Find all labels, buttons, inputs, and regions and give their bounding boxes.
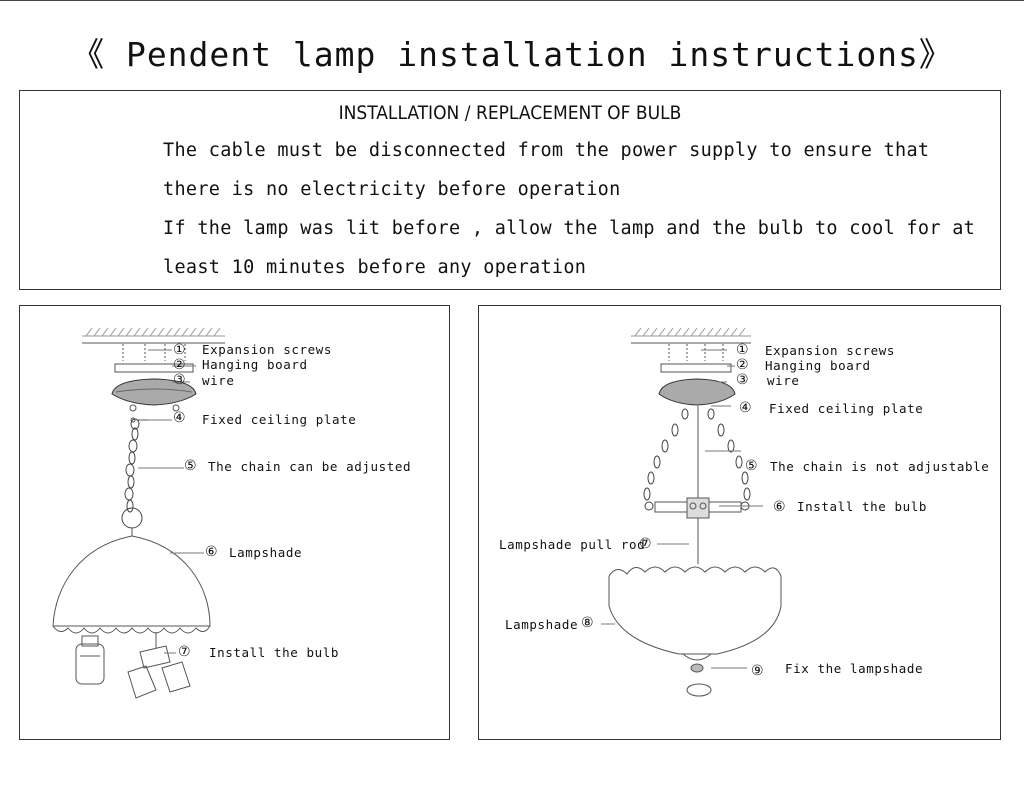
- callout-number: ②: [173, 357, 186, 373]
- label-fixed-ceiling-plate: Fixed ceiling plate: [202, 412, 357, 427]
- label-lampshade: Lampshade: [505, 617, 579, 632]
- label-lampshade-pull-rod: Lampshade pull rod: [499, 537, 646, 552]
- notice-line: there is no electricity before operation: [163, 179, 621, 200]
- callout-number: ⑦: [639, 536, 652, 552]
- label-fix-lampshade: Fix the lampshade: [785, 661, 924, 676]
- fixed-lamp-illustration: [601, 327, 782, 697]
- label-wire: wire: [767, 373, 800, 388]
- notice-line: The cable must be disconnected from the …: [163, 140, 930, 161]
- label-install-bulb: Install the bulb: [209, 645, 340, 660]
- callout-number: ⑥: [205, 544, 218, 560]
- callout-number: ④: [739, 400, 752, 416]
- callout-number: ⑦: [178, 644, 191, 660]
- callout-number: ②: [736, 357, 749, 373]
- notice-line: If the lamp was lit before , allow the l…: [163, 218, 976, 239]
- notice-line: least 10 minutes before any operation: [163, 257, 587, 278]
- callout-number: ④: [173, 410, 186, 426]
- label-install-bulb: Install the bulb: [797, 499, 928, 514]
- adjustable-lamp-illustration: [52, 327, 225, 699]
- label-expansion-screws: Expansion screws: [202, 342, 333, 357]
- notice-heading: INSTALLATION / REPLACEMENT OF BULB: [338, 102, 682, 124]
- label-chain-adjustable: The chain can be adjusted: [208, 459, 412, 474]
- page-title: 《 Pendent lamp installation instructions…: [71, 35, 953, 74]
- callout-number: ③: [736, 372, 749, 388]
- adjustable-chain-diagram-panel: ① Expansion screws ② Hanging board ③ wir…: [19, 305, 450, 740]
- label-chain-not-adjustable: The chain is not adjustable: [770, 459, 990, 474]
- callout-number: ⑤: [184, 458, 197, 474]
- label-expansion-screws: Expansion screws: [765, 343, 896, 358]
- callout-number: ①: [736, 342, 749, 358]
- safety-notice-box: INSTALLATION / REPLACEMENT OF BULB The c…: [19, 90, 1001, 290]
- fixed-chain-diagram-panel: ① Expansion screws ② Hanging board ③ wir…: [478, 305, 1001, 740]
- callout-number: ⑤: [745, 458, 758, 474]
- label-wire: wire: [202, 373, 235, 388]
- label-fixed-ceiling-plate: Fixed ceiling plate: [769, 401, 924, 416]
- label-hanging-board: Hanging board: [765, 358, 871, 373]
- callout-number: ⑨: [751, 663, 764, 679]
- top-rule: [0, 0, 1024, 1]
- callout-number: ①: [173, 342, 186, 358]
- callout-number: ③: [173, 372, 186, 388]
- label-lampshade: Lampshade: [229, 545, 303, 560]
- callout-number: ⑥: [773, 499, 786, 515]
- label-hanging-board: Hanging board: [202, 357, 308, 372]
- callout-number: ⑧: [581, 615, 594, 631]
